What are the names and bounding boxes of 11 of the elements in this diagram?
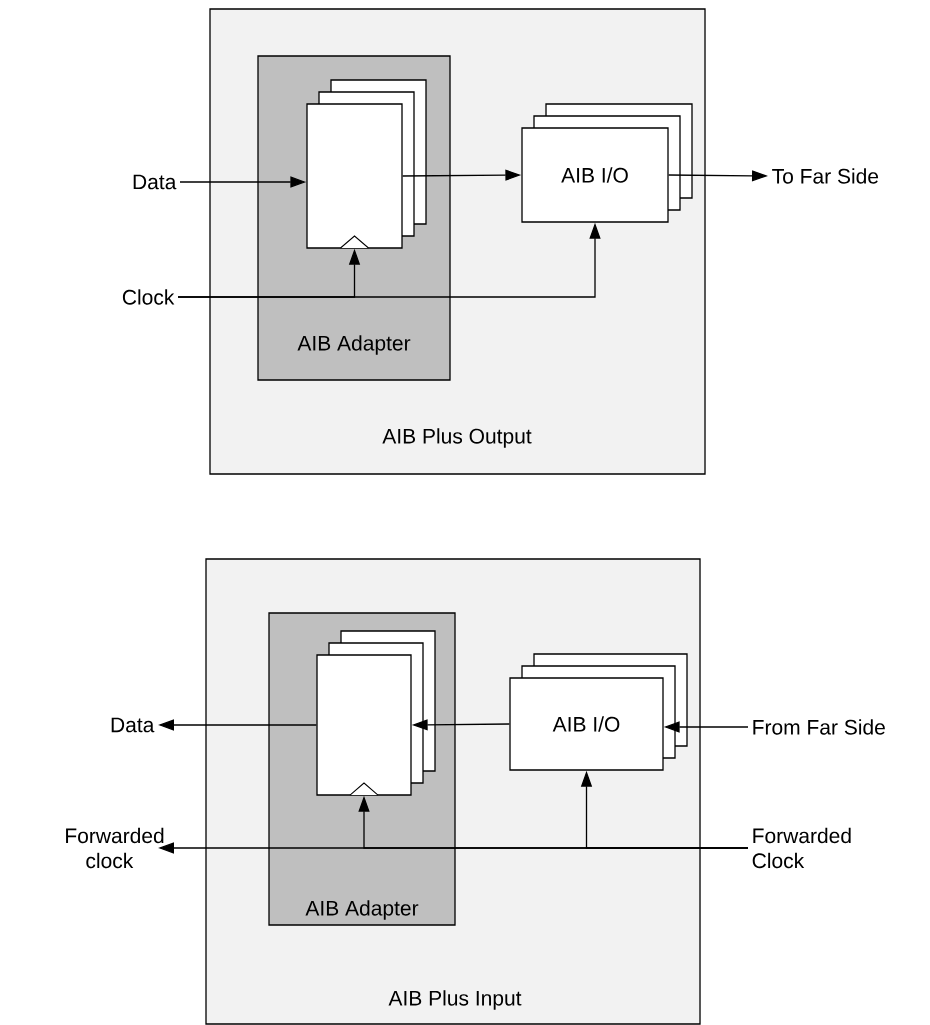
signal-label: Data [133, 174, 177, 190]
signal-label: Forwarded clock [66, 827, 164, 869]
register-stack [306, 79, 427, 249]
io-stack: AIB I/O [521, 103, 693, 223]
signal-label: Data [111, 717, 155, 733]
io-stack: AIB I/O [509, 653, 688, 771]
signal-label: To Far Side [772, 168, 879, 184]
signal-label: From Far Side [753, 719, 885, 735]
signal-label: Clock [122, 289, 175, 305]
register-stack [316, 630, 436, 796]
signal-label: Forwarded Clock [752, 827, 851, 869]
